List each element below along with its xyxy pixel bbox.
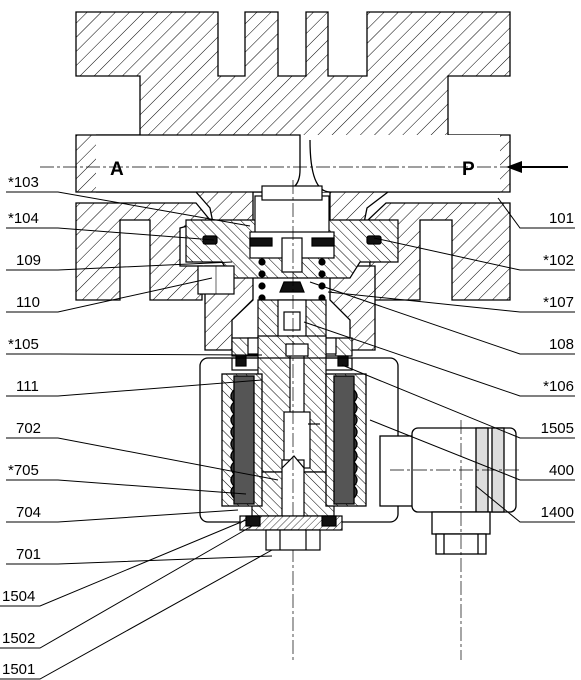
coil-housing [199, 357, 399, 523]
label-702: 702 [16, 420, 41, 437]
label-104: *104 [8, 210, 39, 227]
label-1505: 1505 [541, 420, 574, 437]
cable-connector [379, 427, 517, 555]
label-705: *705 [8, 462, 39, 479]
pilot-seal-106 [279, 281, 305, 293]
diaphragm-right [311, 237, 335, 247]
label-704: 704 [16, 504, 41, 521]
label-400: 400 [549, 462, 574, 479]
label-1400: 1400 [541, 504, 574, 521]
label-106: *106 [543, 378, 574, 395]
labels-right: 101 *102 *107 108 *106 1505 400 1400 [541, 210, 574, 521]
flow-arrow [506, 161, 568, 173]
label-1502: 1502 [2, 630, 35, 647]
bottom-nut-assembly [239, 515, 343, 551]
leader-lines [0, 191, 575, 680]
label-111: 111 [16, 378, 39, 395]
label-109: 109 [16, 252, 41, 269]
port-p-label: P [462, 159, 475, 180]
label-107: *107 [543, 294, 574, 311]
label-102: *102 [543, 252, 574, 269]
label-1504: 1504 [2, 588, 35, 605]
label-103: *103 [8, 174, 39, 191]
labels-left: *103 *104 109 110 *105 111 702 *705 704 … [2, 174, 41, 678]
label-701: 701 [16, 546, 41, 563]
o-ring-102 [366, 235, 382, 245]
valve-cover [185, 185, 399, 302]
label-108: 108 [549, 336, 574, 353]
armature-tube [231, 299, 353, 517]
label-105: *105 [8, 336, 39, 353]
label-101: 101 [549, 210, 574, 227]
diaphragm-left [249, 237, 273, 247]
port-a-label: A [110, 159, 124, 180]
spring-107 [258, 258, 326, 302]
label-1501: 1501 [2, 661, 35, 678]
label-110: 110 [16, 294, 40, 311]
